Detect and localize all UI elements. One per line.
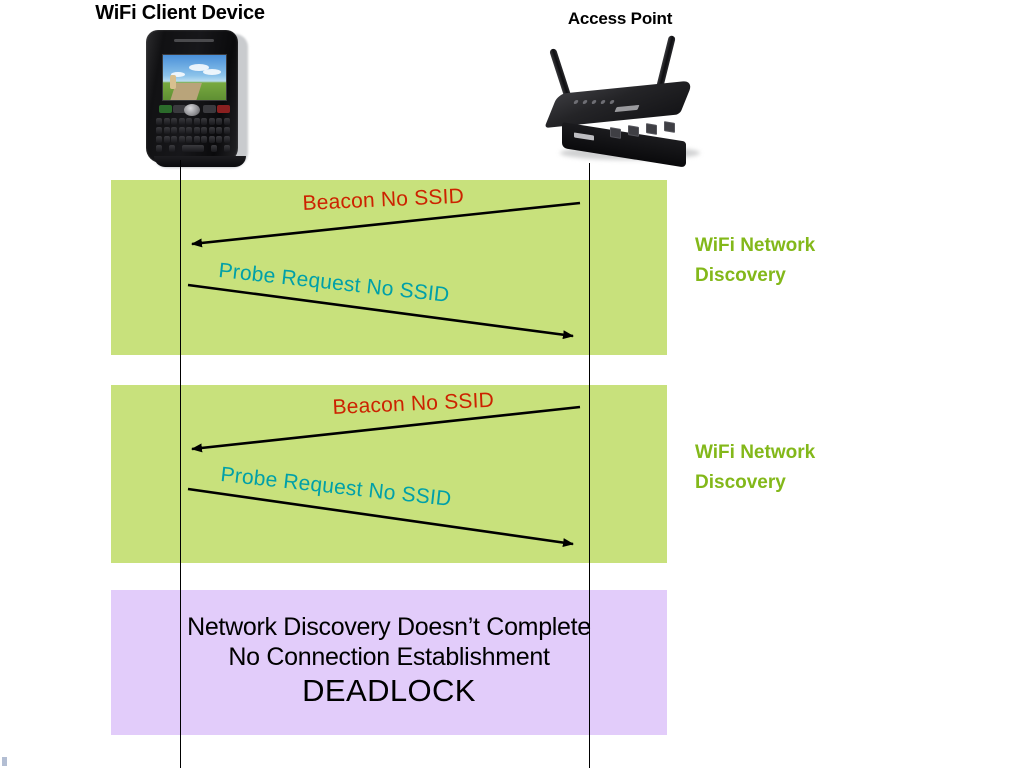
smartphone-screen — [162, 54, 227, 101]
lifeline-client — [180, 160, 181, 768]
smartphone-menu-key — [173, 105, 186, 113]
wallpaper-cloud-icon — [189, 64, 209, 71]
phase-note-discovery-2: WiFi Network Discovery — [695, 442, 816, 493]
router-port — [664, 121, 675, 133]
smartphone-earpiece — [174, 39, 214, 42]
router-port — [610, 127, 621, 139]
access-point-actor-title: Access Point — [567, 9, 673, 28]
smartphone-chin — [154, 156, 246, 167]
router-port — [646, 123, 657, 135]
wallpaper-cloud-icon — [171, 72, 185, 77]
smartphone-back-key — [203, 105, 216, 113]
deadlock-line-deadlock: DEADLOCK — [302, 673, 476, 708]
smartphone-body — [146, 30, 246, 167]
deadlock-line-no-connection: No Connection Establishment — [228, 643, 550, 671]
deadlock-text-block: Network Discovery Doesn’t Complete No Co… — [111, 612, 667, 710]
smartphone-brandmark — [172, 45, 218, 51]
wallpaper-figure — [170, 75, 176, 89]
phase-band-deadlock — [111, 590, 667, 735]
smartphone-call-key — [159, 105, 172, 113]
keyboard-row — [156, 136, 230, 143]
keyboard-row — [156, 118, 230, 125]
corner-artifact — [2, 757, 7, 766]
client-actor-title: WiFi Client Device — [95, 2, 265, 24]
router-port — [628, 125, 639, 137]
smartphone-end-key — [217, 105, 230, 113]
keyboard-row — [156, 127, 230, 134]
smartphone-keyboard — [156, 118, 230, 158]
keyboard-row — [156, 145, 230, 152]
wireless-router-icon — [544, 30, 712, 175]
smartphone-icon — [138, 28, 256, 170]
deadlock-line-network-discovery: Network Discovery Doesn’t Complete — [187, 613, 591, 641]
wallpaper-cloud-icon — [203, 69, 221, 75]
lifeline-access-point — [589, 163, 590, 768]
phase-note-discovery-1: WiFi Network Discovery — [695, 235, 816, 286]
smartphone-trackball — [184, 104, 200, 116]
